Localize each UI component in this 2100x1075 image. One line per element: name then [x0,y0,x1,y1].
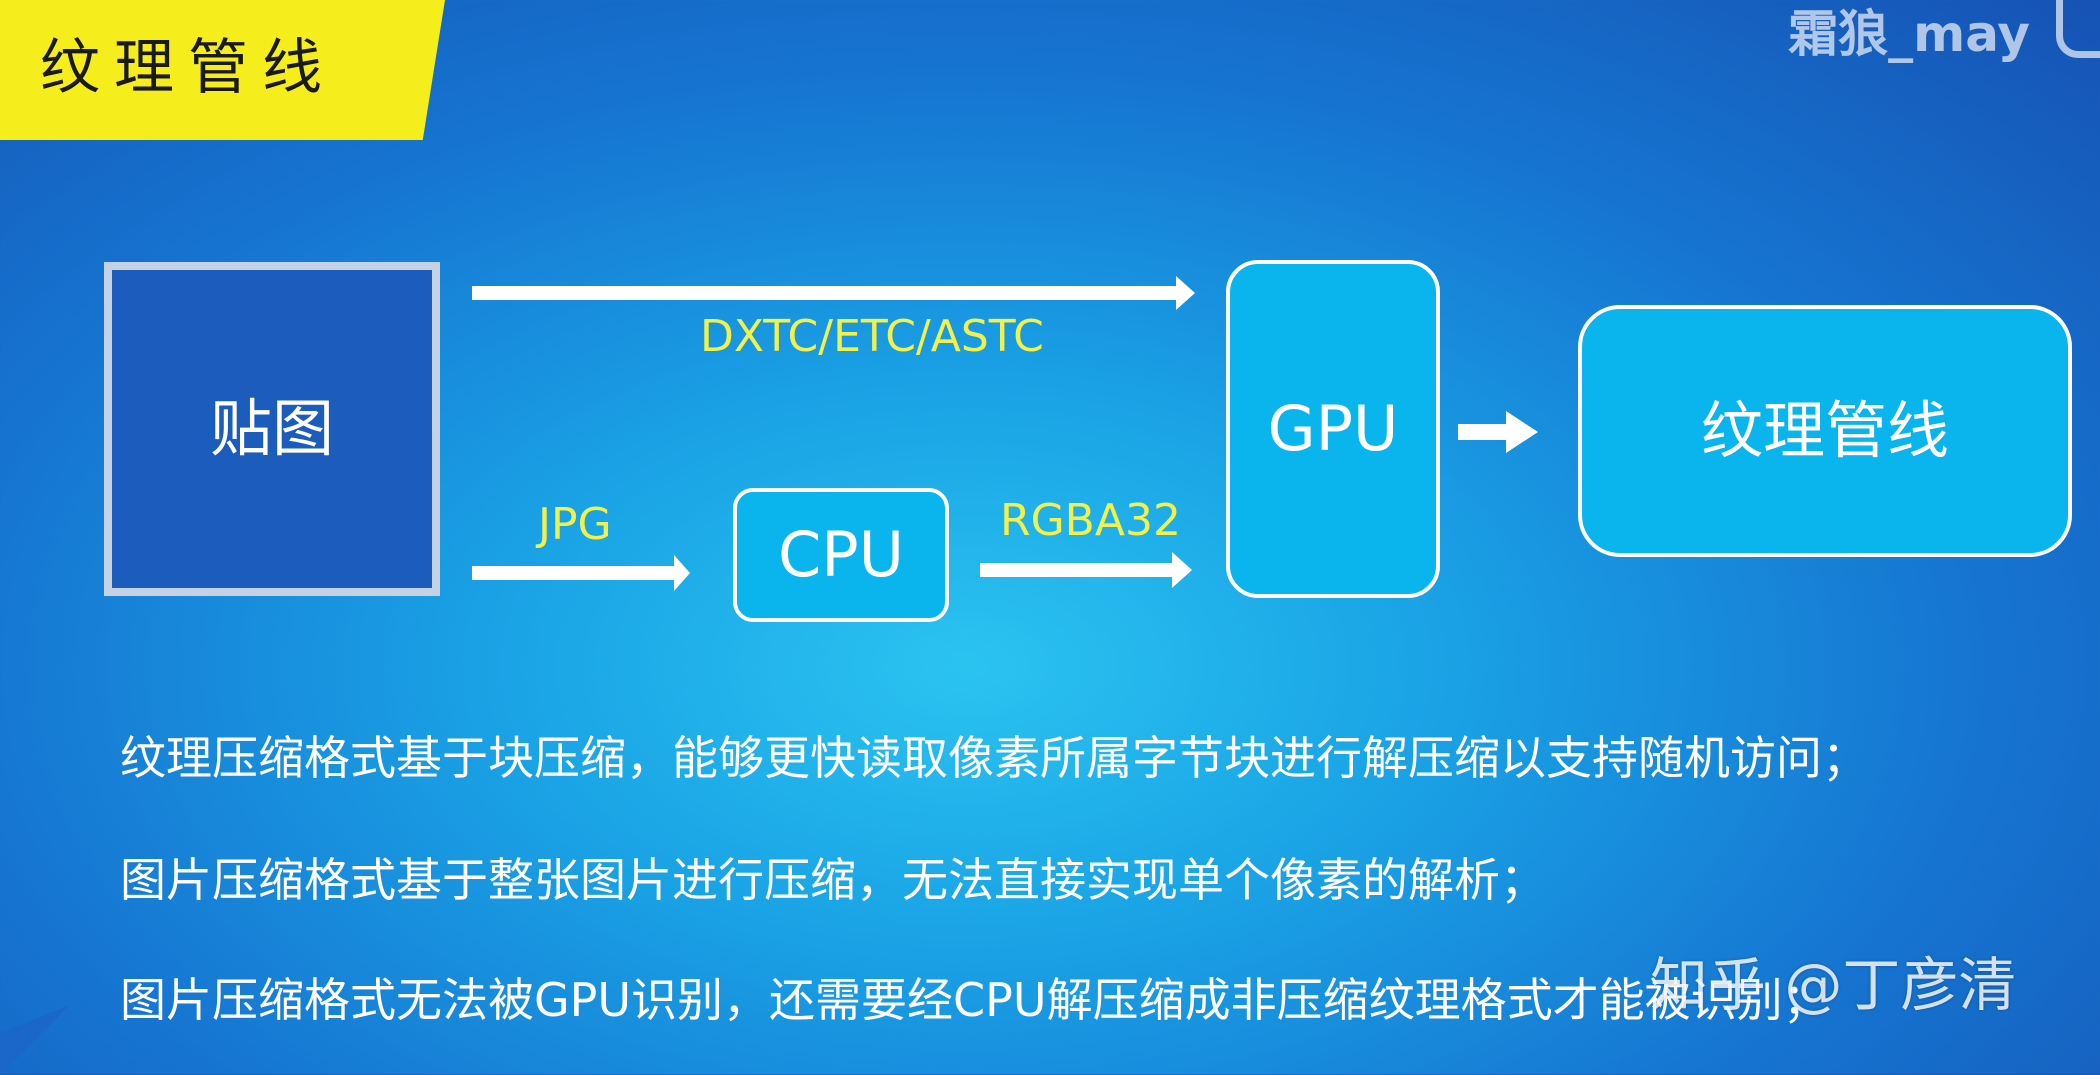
note-line: 图片压缩格式基于整张图片进行压缩，无法直接实现单个像素的解析； [120,853,1546,907]
note-line: 纹理压缩格式基于块压缩，能够更快读取像素所属字节块进行解压缩以支持随机访问； [120,731,1868,785]
jpg-label: JPG [538,499,612,550]
title-banner [0,0,445,140]
rgba-label: RGBA32 [1000,495,1181,546]
page-title: 纹理管线 [40,33,336,103]
pipeline-box-label: 纹理管线 [1700,394,1949,467]
note-line: 图片压缩格式无法被GPU识别，还需要经CPU解压缩成非压缩纹理格式才能被识别； [120,973,1829,1027]
bilibili-logo-icon [2056,0,2100,58]
arrow-texture-to-gpu [472,276,1195,310]
gpu-box: GPU [1226,260,1440,598]
author-watermark: 霜狼_may [1788,5,2030,63]
arrow-gpu-to-pipeline [1458,411,1538,453]
compressed-format-label: DXTC/ETC/ASTC [700,311,1044,362]
texture-box-label: 贴图 [209,392,334,465]
arrow-cpu-to-gpu [980,552,1192,588]
arrow-texture-to-cpu [472,555,690,591]
zhihu-watermark: 知乎 @丁彦清 [1650,951,2017,1019]
cpu-box-label: CPU [777,518,905,591]
gpu-box-label: GPU [1267,392,1399,465]
cpu-box: CPU [733,488,949,622]
pipeline-box: 纹理管线 [1578,305,2072,557]
texture-box: 贴图 [104,262,440,596]
